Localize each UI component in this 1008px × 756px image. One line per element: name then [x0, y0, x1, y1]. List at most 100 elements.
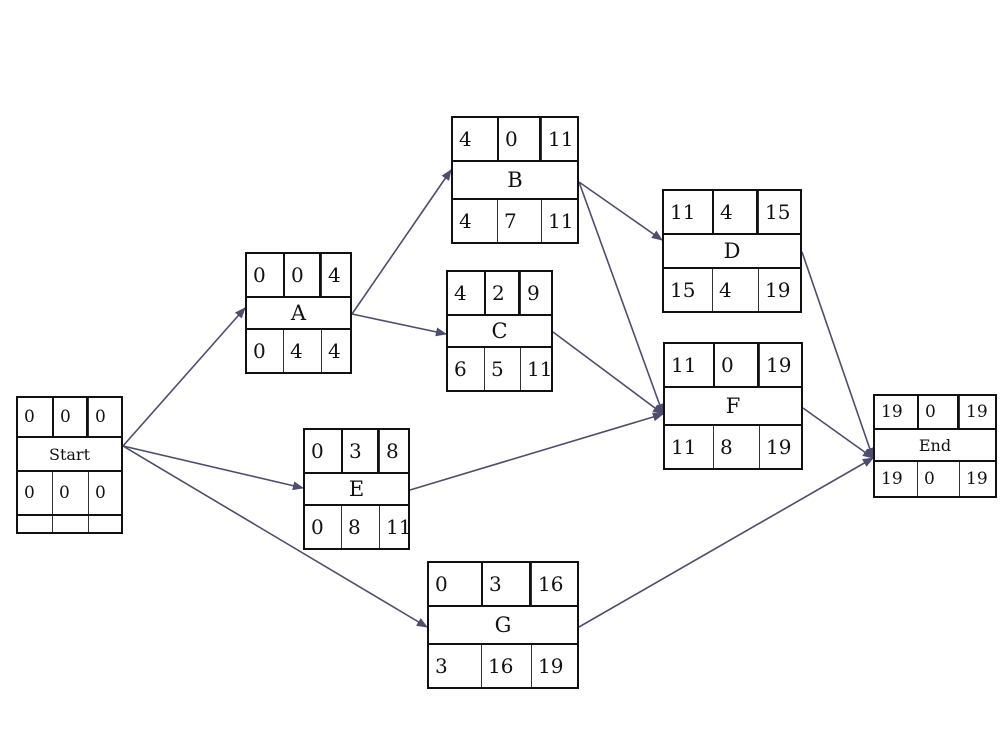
node-d-bottom-value: 19	[758, 269, 804, 311]
node-c-bottom-value: 5	[484, 348, 520, 390]
node-f-top-value: 19	[759, 344, 805, 386]
node-a-name-row: A	[245, 296, 352, 330]
node-g-bottom-value: 16	[481, 645, 531, 687]
node-c-top-value: 2	[484, 272, 520, 314]
node-d-bottom-value: 4	[712, 269, 758, 311]
node-g-bottom-value: 3	[435, 654, 448, 678]
node-d-top-value: 15	[758, 191, 804, 233]
node-g-top-value: 3	[481, 563, 531, 605]
edge-b-f	[578, 181, 664, 416]
edge-g-end	[578, 457, 874, 628]
node-b-top-value: 11	[541, 118, 581, 160]
node-c-bottom-value: 11	[520, 348, 555, 390]
node-label: G	[494, 613, 512, 637]
node-start-footer-row	[16, 514, 123, 534]
node-c-name-row: C	[446, 314, 553, 348]
node-f-bottom-value: 8	[713, 426, 759, 468]
node-b-name-row: B	[451, 160, 579, 200]
node-b-bottom-value: 11	[541, 200, 581, 242]
node-e-bottom-value: 8	[341, 506, 379, 548]
edge-b-d	[578, 181, 663, 241]
node-start-top-value: 0	[24, 407, 35, 427]
node-g-bottom-value: 19	[531, 645, 581, 687]
node-c-top-value: 4	[454, 281, 467, 305]
node-label: A	[290, 301, 307, 325]
node-end-top-value: 19	[881, 402, 903, 422]
node-end-top-value: 19	[959, 396, 999, 428]
node-e-top-value: 0	[311, 439, 324, 463]
node-f-bottom-value: 19	[759, 426, 805, 468]
node-e-name-row: E	[303, 472, 410, 506]
node-g-top-value: 16	[531, 563, 581, 605]
node-f-name-row: F	[663, 386, 803, 426]
edge-a-c	[351, 313, 448, 337]
node-d-top-value: 11	[670, 200, 696, 224]
node-d-name-row: D	[662, 233, 802, 269]
node-a-top-value: 0	[253, 263, 266, 287]
node-start-top-value: 0	[52, 398, 88, 436]
node-f-top-value: 0	[713, 344, 759, 386]
node-end-name-row: End	[873, 428, 997, 462]
node-c-bottom-value: 6	[454, 357, 467, 381]
node-footer-cell	[88, 516, 125, 532]
node-b-top-value: 0	[497, 118, 541, 160]
node-start-bottom-value: 0	[24, 483, 35, 503]
edge-start-a	[122, 307, 246, 447]
node-f-top-value: 11	[671, 353, 697, 377]
edge-c-f	[552, 331, 664, 415]
node-g-name-row: G	[427, 605, 579, 645]
node-start-bottom-value: 0	[88, 472, 125, 514]
node-a-bottom-value: 0	[253, 339, 266, 363]
node-b-bottom-value: 7	[497, 200, 541, 242]
node-a-top-value: 4	[321, 254, 354, 296]
node-a-bottom-value: 4	[283, 330, 321, 372]
node-e-top-value: 3	[341, 430, 379, 472]
node-g-top-value: 0	[435, 572, 448, 596]
node-footer-cell	[52, 516, 88, 532]
node-b-bottom-value: 4	[459, 209, 472, 233]
node-label: F	[725, 394, 741, 418]
edge-f-end	[802, 407, 874, 459]
node-e-bottom-value: 11	[379, 506, 412, 548]
node-start-top-value: 0	[88, 398, 125, 436]
node-end-bottom-value: 19	[959, 462, 999, 496]
node-label: Start	[48, 444, 90, 464]
node-c-top-value: 9	[520, 272, 555, 314]
edge-e-f	[409, 412, 665, 491]
node-e-top-value: 8	[379, 430, 412, 472]
edge-d-end	[801, 251, 874, 460]
node-e-bottom-value: 0	[311, 515, 324, 539]
node-f-bottom-value: 11	[671, 435, 697, 459]
node-d-top-value: 4	[712, 191, 758, 233]
node-b-top-value: 4	[459, 127, 472, 151]
node-a-bottom-value: 4	[321, 330, 354, 372]
node-start-bottom-value: 0	[52, 472, 88, 514]
node-label: End	[918, 435, 952, 455]
